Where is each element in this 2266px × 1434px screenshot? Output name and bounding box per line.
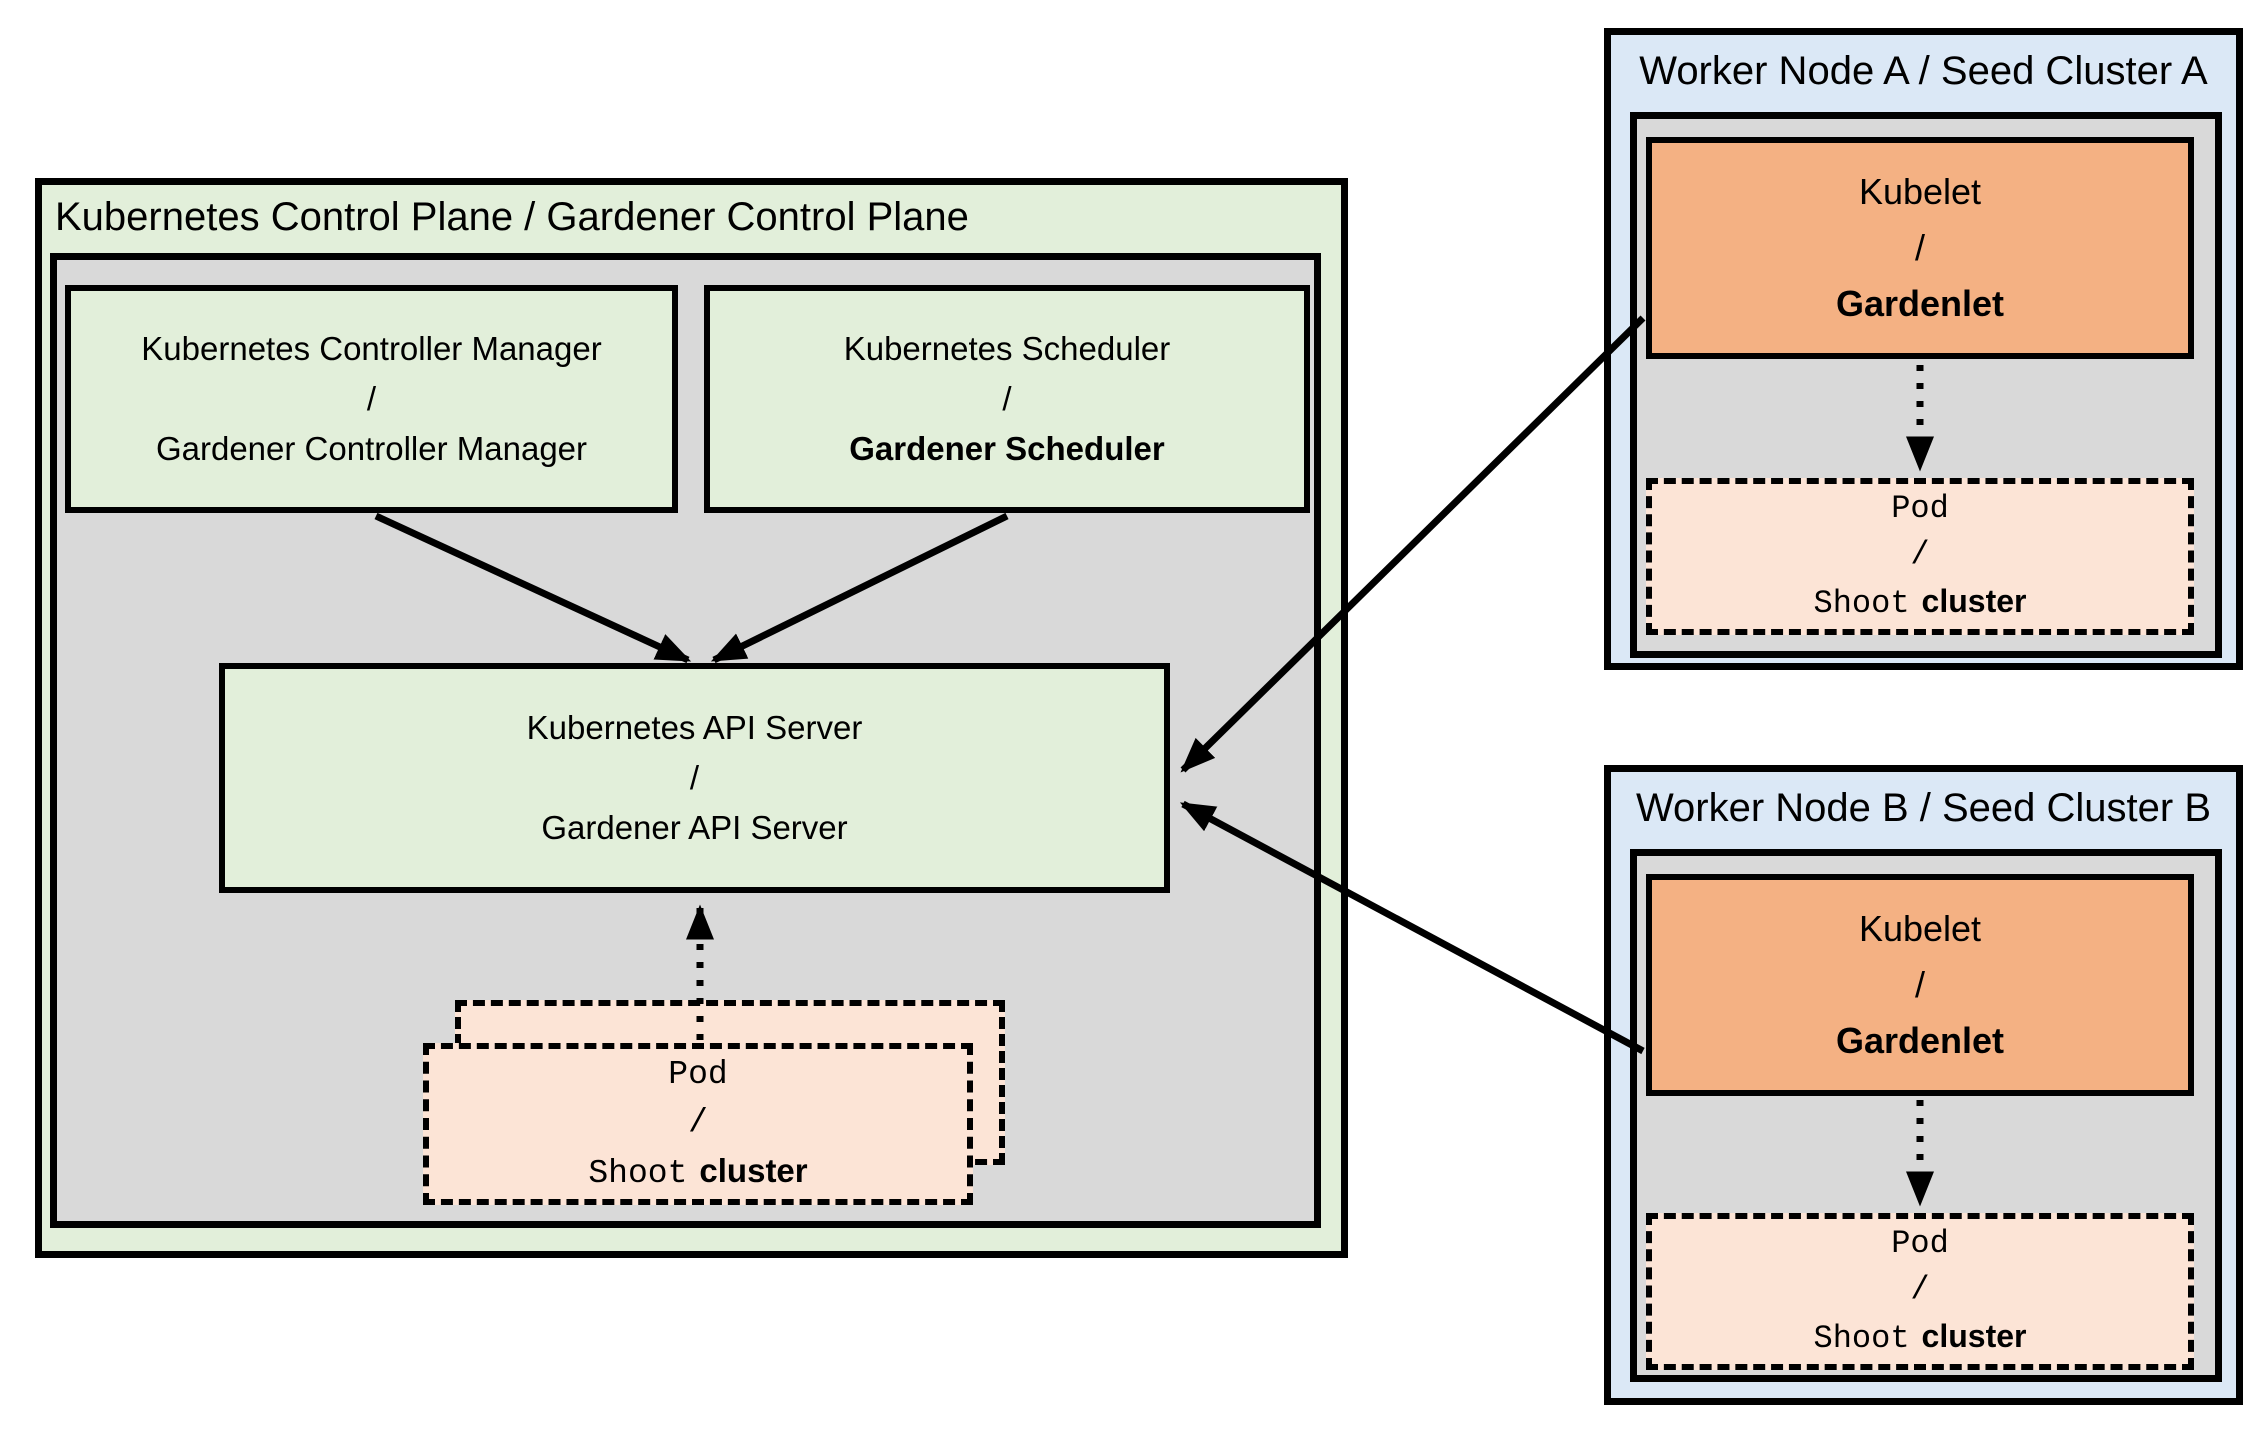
pod-b-line2-cluster: cluster bbox=[1921, 1318, 2027, 1354]
kubelet-a-line2: Gardenlet bbox=[1835, 283, 2005, 324]
pod-b-line1: Pod bbox=[1891, 1225, 1949, 1262]
control-plane-title: Kubernetes Control Plane / Gardener Cont… bbox=[55, 195, 969, 239]
pod-a-line2-cluster: cluster bbox=[1921, 583, 2027, 619]
pod-line1: Pod bbox=[668, 1055, 728, 1093]
api-server-line2: Gardener API Server bbox=[541, 809, 848, 846]
pod-b-separator: / bbox=[1910, 1271, 1930, 1308]
kubelet-a-box: Kubelet / Gardenlet bbox=[1646, 137, 2194, 359]
scheduler-box: Kubernetes Scheduler / Gardener Schedule… bbox=[704, 285, 1310, 513]
api-server-box: Kubernetes API Server / Gardener API Ser… bbox=[219, 663, 1170, 893]
controller-manager-separator: / bbox=[366, 380, 377, 417]
kubelet-b-line2: Gardenlet bbox=[1835, 1020, 2005, 1061]
kubelet-b-separator: / bbox=[1914, 964, 1925, 1005]
scheduler-line1: Kubernetes Scheduler bbox=[843, 330, 1171, 367]
scheduler-line2: Gardener Scheduler bbox=[849, 430, 1165, 467]
worker-node-b-title: Worker Node B / Seed Cluster B bbox=[1635, 786, 2212, 830]
api-server-line1: Kubernetes API Server bbox=[526, 709, 863, 746]
controller-manager-line2: Gardener Controller Manager bbox=[155, 430, 588, 467]
controller-manager-line1: Kubernetes Controller Manager bbox=[141, 330, 602, 367]
pod-shoot-box-worker-a: Pod / Shoot cluster bbox=[1646, 478, 2194, 635]
pod-shoot-box-control-plane: Pod / Shoot cluster bbox=[423, 1043, 973, 1205]
pod-b-line2-shoot: Shoot bbox=[1813, 1320, 1910, 1357]
pod-a-line1: Pod bbox=[1891, 490, 1949, 527]
kubelet-a-line1: Kubelet bbox=[1858, 171, 1982, 212]
api-server-separator: / bbox=[689, 759, 700, 796]
kubelet-b-box: Kubelet / Gardenlet bbox=[1646, 874, 2194, 1096]
worker-node-a-title: Worker Node A / Seed Cluster A bbox=[1639, 49, 2208, 93]
kubelet-a-separator: / bbox=[1914, 227, 1925, 268]
controller-manager-box: Kubernetes Controller Manager / Gardener… bbox=[65, 285, 678, 513]
pod-a-line2-shoot: Shoot bbox=[1813, 585, 1910, 622]
pod-line2-cluster: cluster bbox=[699, 1151, 808, 1189]
pod-line2-shoot: Shoot bbox=[588, 1154, 688, 1192]
kubelet-b-line1: Kubelet bbox=[1858, 908, 1982, 949]
pod-a-separator: / bbox=[1910, 536, 1930, 573]
pod-separator: / bbox=[688, 1103, 708, 1141]
pod-shoot-box-worker-b: Pod / Shoot cluster bbox=[1646, 1213, 2194, 1370]
scheduler-separator: / bbox=[1002, 380, 1012, 417]
